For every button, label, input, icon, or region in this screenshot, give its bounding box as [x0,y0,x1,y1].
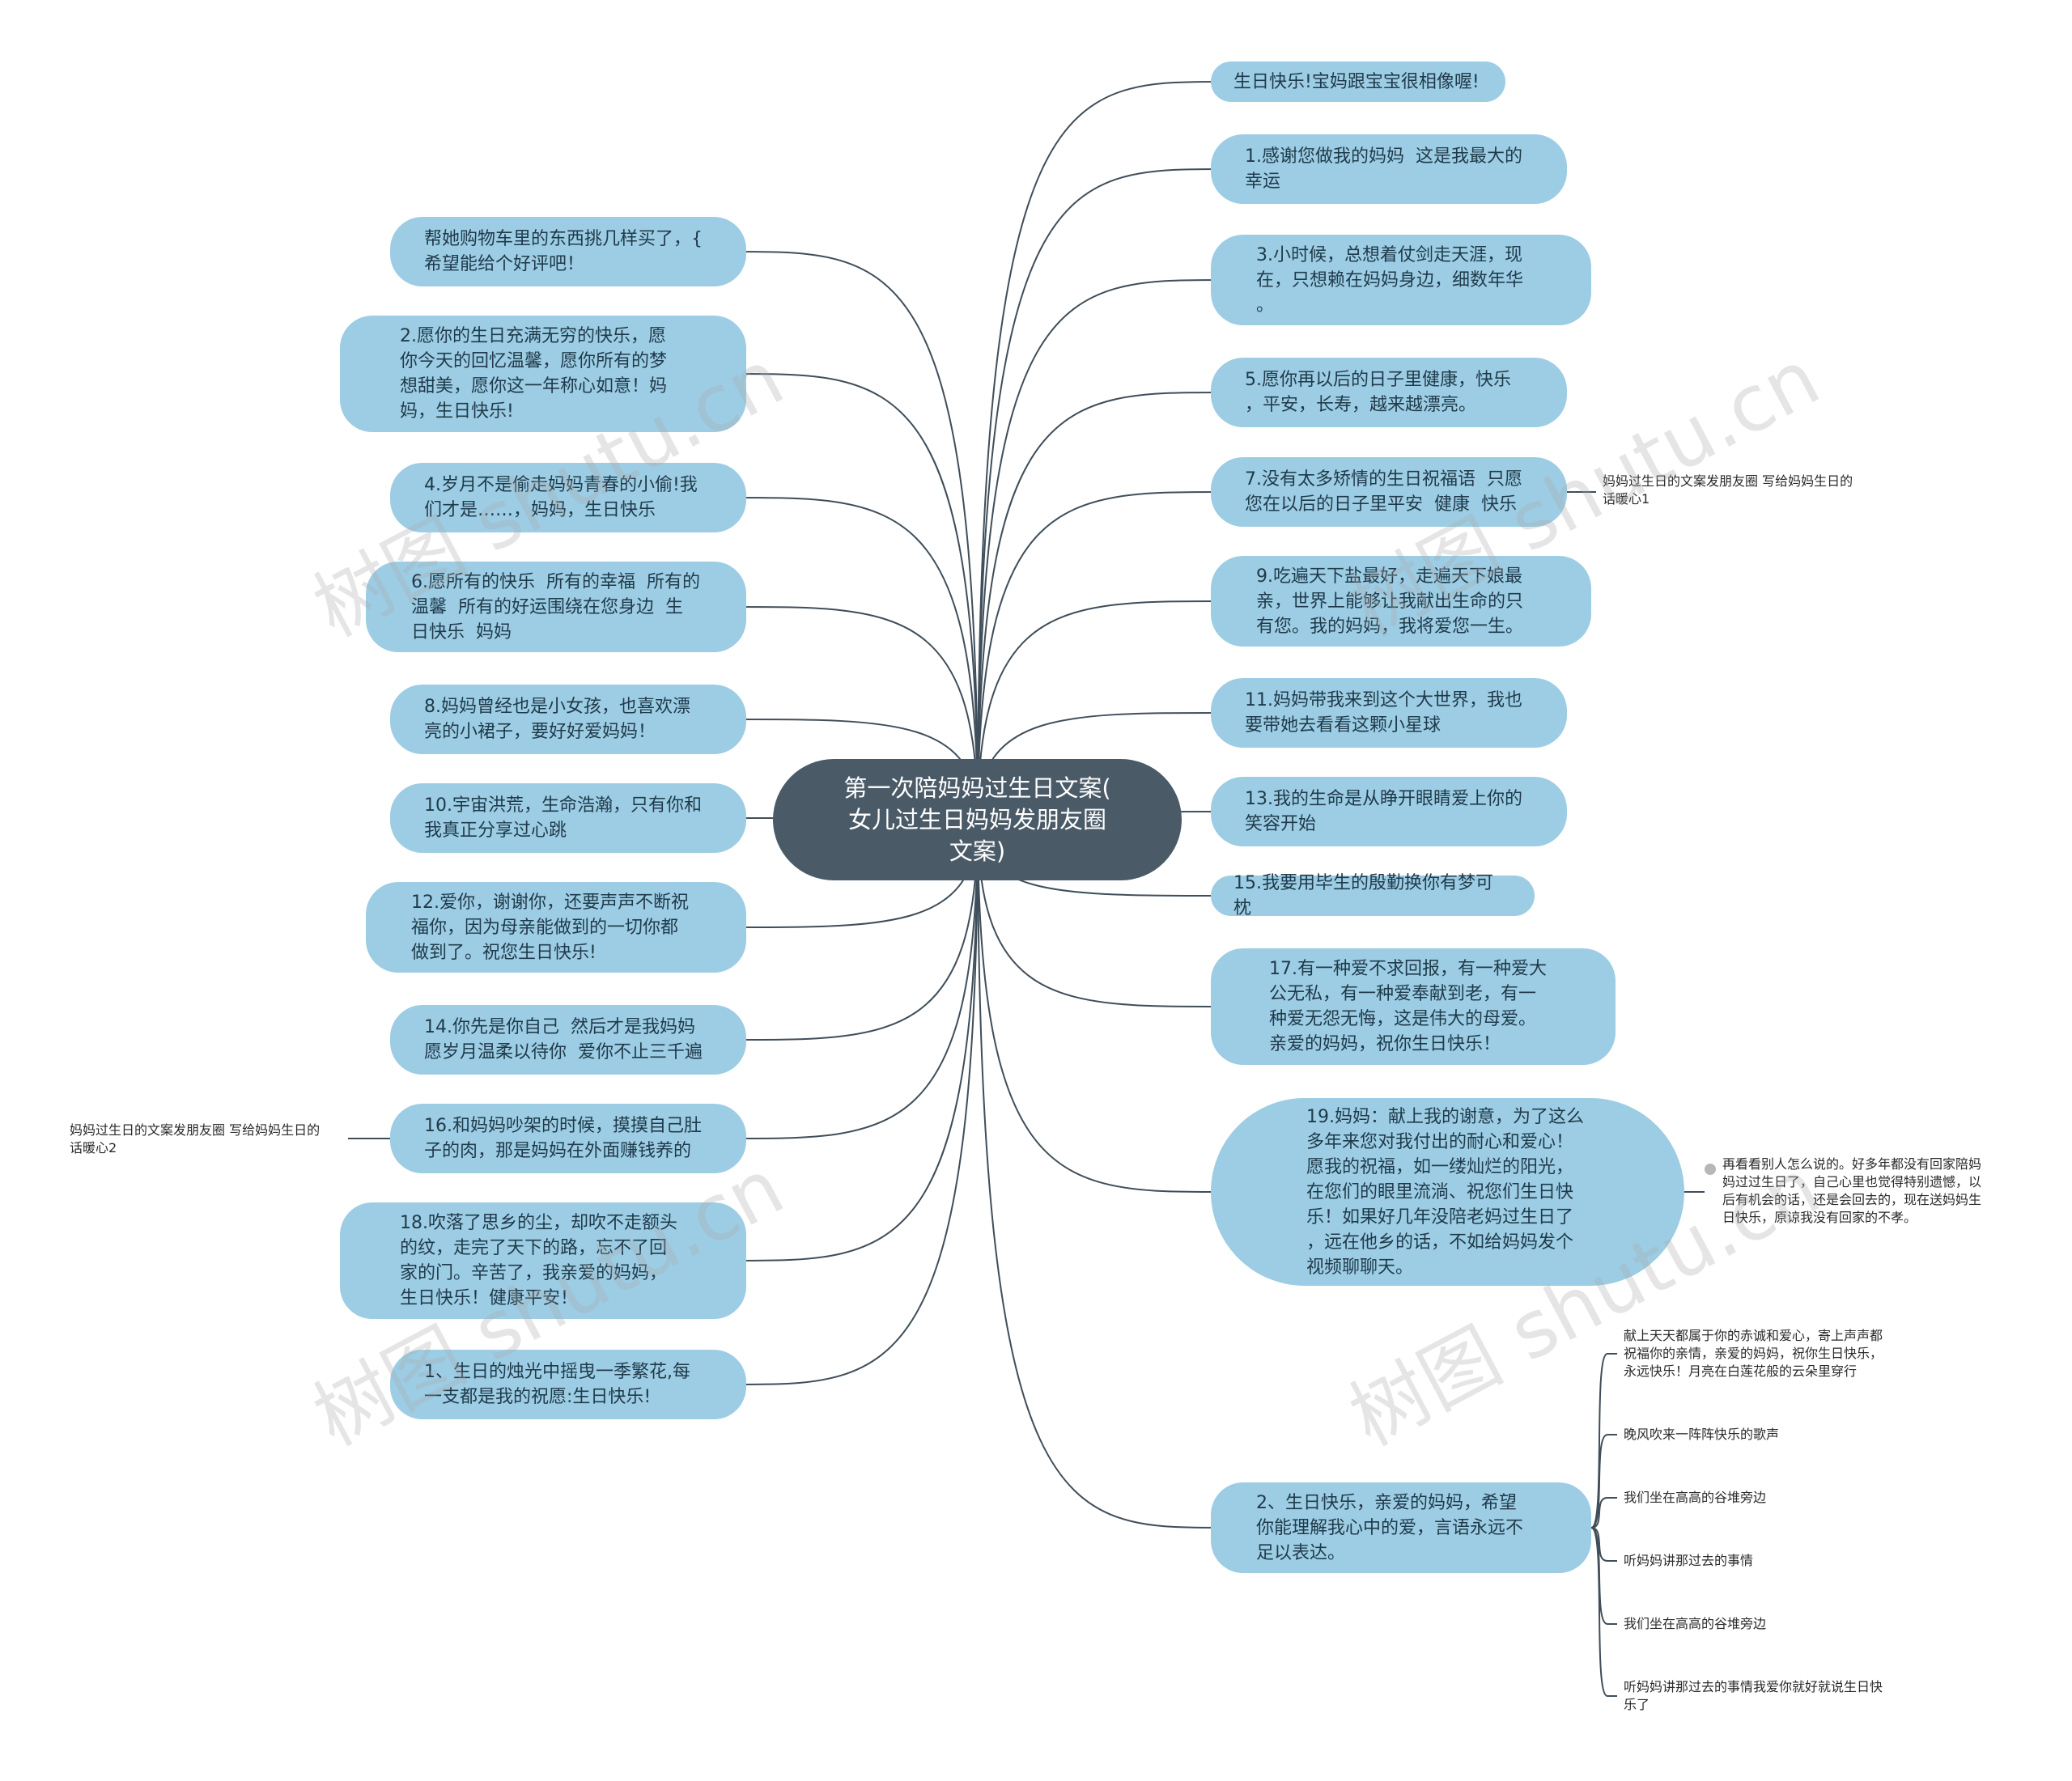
connector-line [1590,1434,1617,1529]
right-node-13[interactable]: 13.我的生命是从睁开眼睛爱上你的 笑容开始 [1211,777,1567,846]
connector-line [736,819,979,1262]
connector-line [977,392,1221,821]
connector-line [736,251,979,821]
left-node-18[interactable]: 18.吹落了思乡的尘，却吹不走额头 的纹，走完了天下的路，忘不了回 家的门。辛苦… [340,1202,746,1319]
leaf-r2-3: 听妈妈讲那过去的事情 [1624,1553,1754,1568]
right-node-7[interactable]: 7.没有太多矫情的生日祝福语 只愿 您在以后的日子里平安 健康 快乐 [1211,457,1567,527]
connector-line [1590,1527,1617,1562]
connector-line [736,606,979,821]
left-node-10[interactable]: 10.宇宙洪荒，生命浩瀚，只有你和 我真正分享过心跳 [390,783,746,853]
connector-line [977,819,1221,1193]
right-node-11[interactable]: 11.妈妈带我来到这个大世界，我也 要带她去看看这颗小星球 [1211,678,1567,748]
connector-line [977,81,1221,821]
right-node-2-birthday[interactable]: 2、生日快乐，亲爱的妈妈，希望 你能理解我心中的爱，言语永远不 足以表达。 [1211,1482,1591,1573]
leaf-r2-0: 献上天天都属于你的赤诚和爱心，寄上声声都 祝福你的亲情，亲爱的妈妈，祝你生日快乐… [1624,1328,1883,1379]
connector-line [977,819,1221,1007]
right-node-5[interactable]: 5.愿你再以后的日子里健康，快乐 ，平安，长寿，越来越漂亮。 [1211,358,1567,427]
leaf-r19: 再看看别人怎么说的。好多年都没有回家陪妈 妈过过生日了，自己心里也觉得特别遗憾，… [1722,1156,1982,1225]
right-node-9[interactable]: 9.吃遍天下盐最好，走遍天下娘最 亲，世界上能够让我献出生命的只 有您。我的妈妈… [1211,556,1591,647]
connector-line [1590,1527,1617,1625]
leaf-r2-1: 晚风吹来一阵阵快乐的歌声 [1624,1427,1780,1442]
connector-line [736,819,979,1139]
connector-line [1590,1527,1617,1697]
right-node-15[interactable]: 15.我要用毕生的殷勤换你有梦可枕 [1211,873,1535,918]
leaf-r2-2: 我们坐在高高的谷堆旁边 [1624,1490,1767,1505]
left-node-2[interactable]: 2.愿你的生日充满无穷的快乐，愿 你今天的回忆温馨，愿你所有的梦 想甜美，愿你这… [340,316,746,432]
right-node-1[interactable]: 1.感谢您做我的妈妈 这是我最大的 幸运 [1211,134,1567,204]
root-node[interactable]: 第一次陪妈妈过生日文案( 女儿过生日妈妈发朋友圈 文案) [773,759,1182,880]
leaf-r19-dot [1705,1164,1716,1175]
left-node-1-candle[interactable]: 1、生日的烛光中摇曳一季繁花,每 一支都是我的祝愿:生日快乐! [390,1350,746,1419]
leaf-r2-5: 听妈妈讲那过去的事情我爱你就好就说生日快 乐了 [1624,1679,1883,1712]
connector-line [736,819,979,1385]
connector-line [1590,1497,1617,1529]
left-node-12[interactable]: 12.爱你，谢谢你，还要声声不断祝 福你，因为母亲能做到的一切你都 做到了。祝您… [366,882,746,973]
left-node-8[interactable]: 8.妈妈曾经也是小女孩，也喜欢漂 亮的小裙子，要好好爱妈妈！ [390,685,746,754]
right-node-19[interactable]: 19.妈妈：献上我的谢意，为了这么 多年来您对我付出的耐心和爱心！ 愿我的祝福，… [1211,1098,1684,1286]
left-node-6[interactable]: 6.愿所有的快乐 所有的幸福 所有的 温馨 所有的好运围绕在您身边 生 日快乐 … [366,562,746,652]
left-node-shopping[interactable]: 帮她购物车里的东西挑几样买了，{ 希望能给个好评吧！ [390,217,746,286]
connector-line [1590,1353,1617,1529]
connector-line [977,168,1221,821]
connector-line [977,279,1221,821]
leaf-r2-4: 我们坐在高高的谷堆旁边 [1624,1616,1767,1631]
right-node-3[interactable]: 3.小时候，总想着仗剑走天涯，现 在，只想赖在妈妈身边，细数年华 。 [1211,235,1591,325]
left-node-4[interactable]: 4.岁月不是偷走妈妈青春的小偷!我 们才是……，妈妈，生日快乐 [390,463,746,532]
connector-line [736,497,979,821]
right-node-birthday-baby[interactable]: 生日快乐!宝妈跟宝宝很相像喔! [1211,61,1505,102]
connector-line [977,819,1221,1529]
connector-line [736,819,979,1041]
left-node-14[interactable]: 14.你先是你自己 然后才是我妈妈 愿岁月温柔以待你 爱你不止三千遍 [390,1005,746,1075]
leaf-r7: 妈妈过生日的文案发朋友圈 写给妈妈生日的 话暖心1 [1603,473,1853,507]
leaf-l16: 妈妈过生日的文案发朋友圈 写给妈妈生日的 话暖心2 [70,1122,321,1156]
connector-line [977,491,1221,821]
right-node-17[interactable]: 17.有一种爱不求回报，有一种爱大 公无私，有一种爱奉献到老，有一 种爱无怨无悔… [1211,948,1616,1065]
left-node-16[interactable]: 16.和妈妈吵架的时候，摸摸自己肚 子的肉，那是妈妈在外面赚钱养的 [390,1104,746,1173]
connector-line [977,600,1221,821]
connector-line [736,373,979,821]
